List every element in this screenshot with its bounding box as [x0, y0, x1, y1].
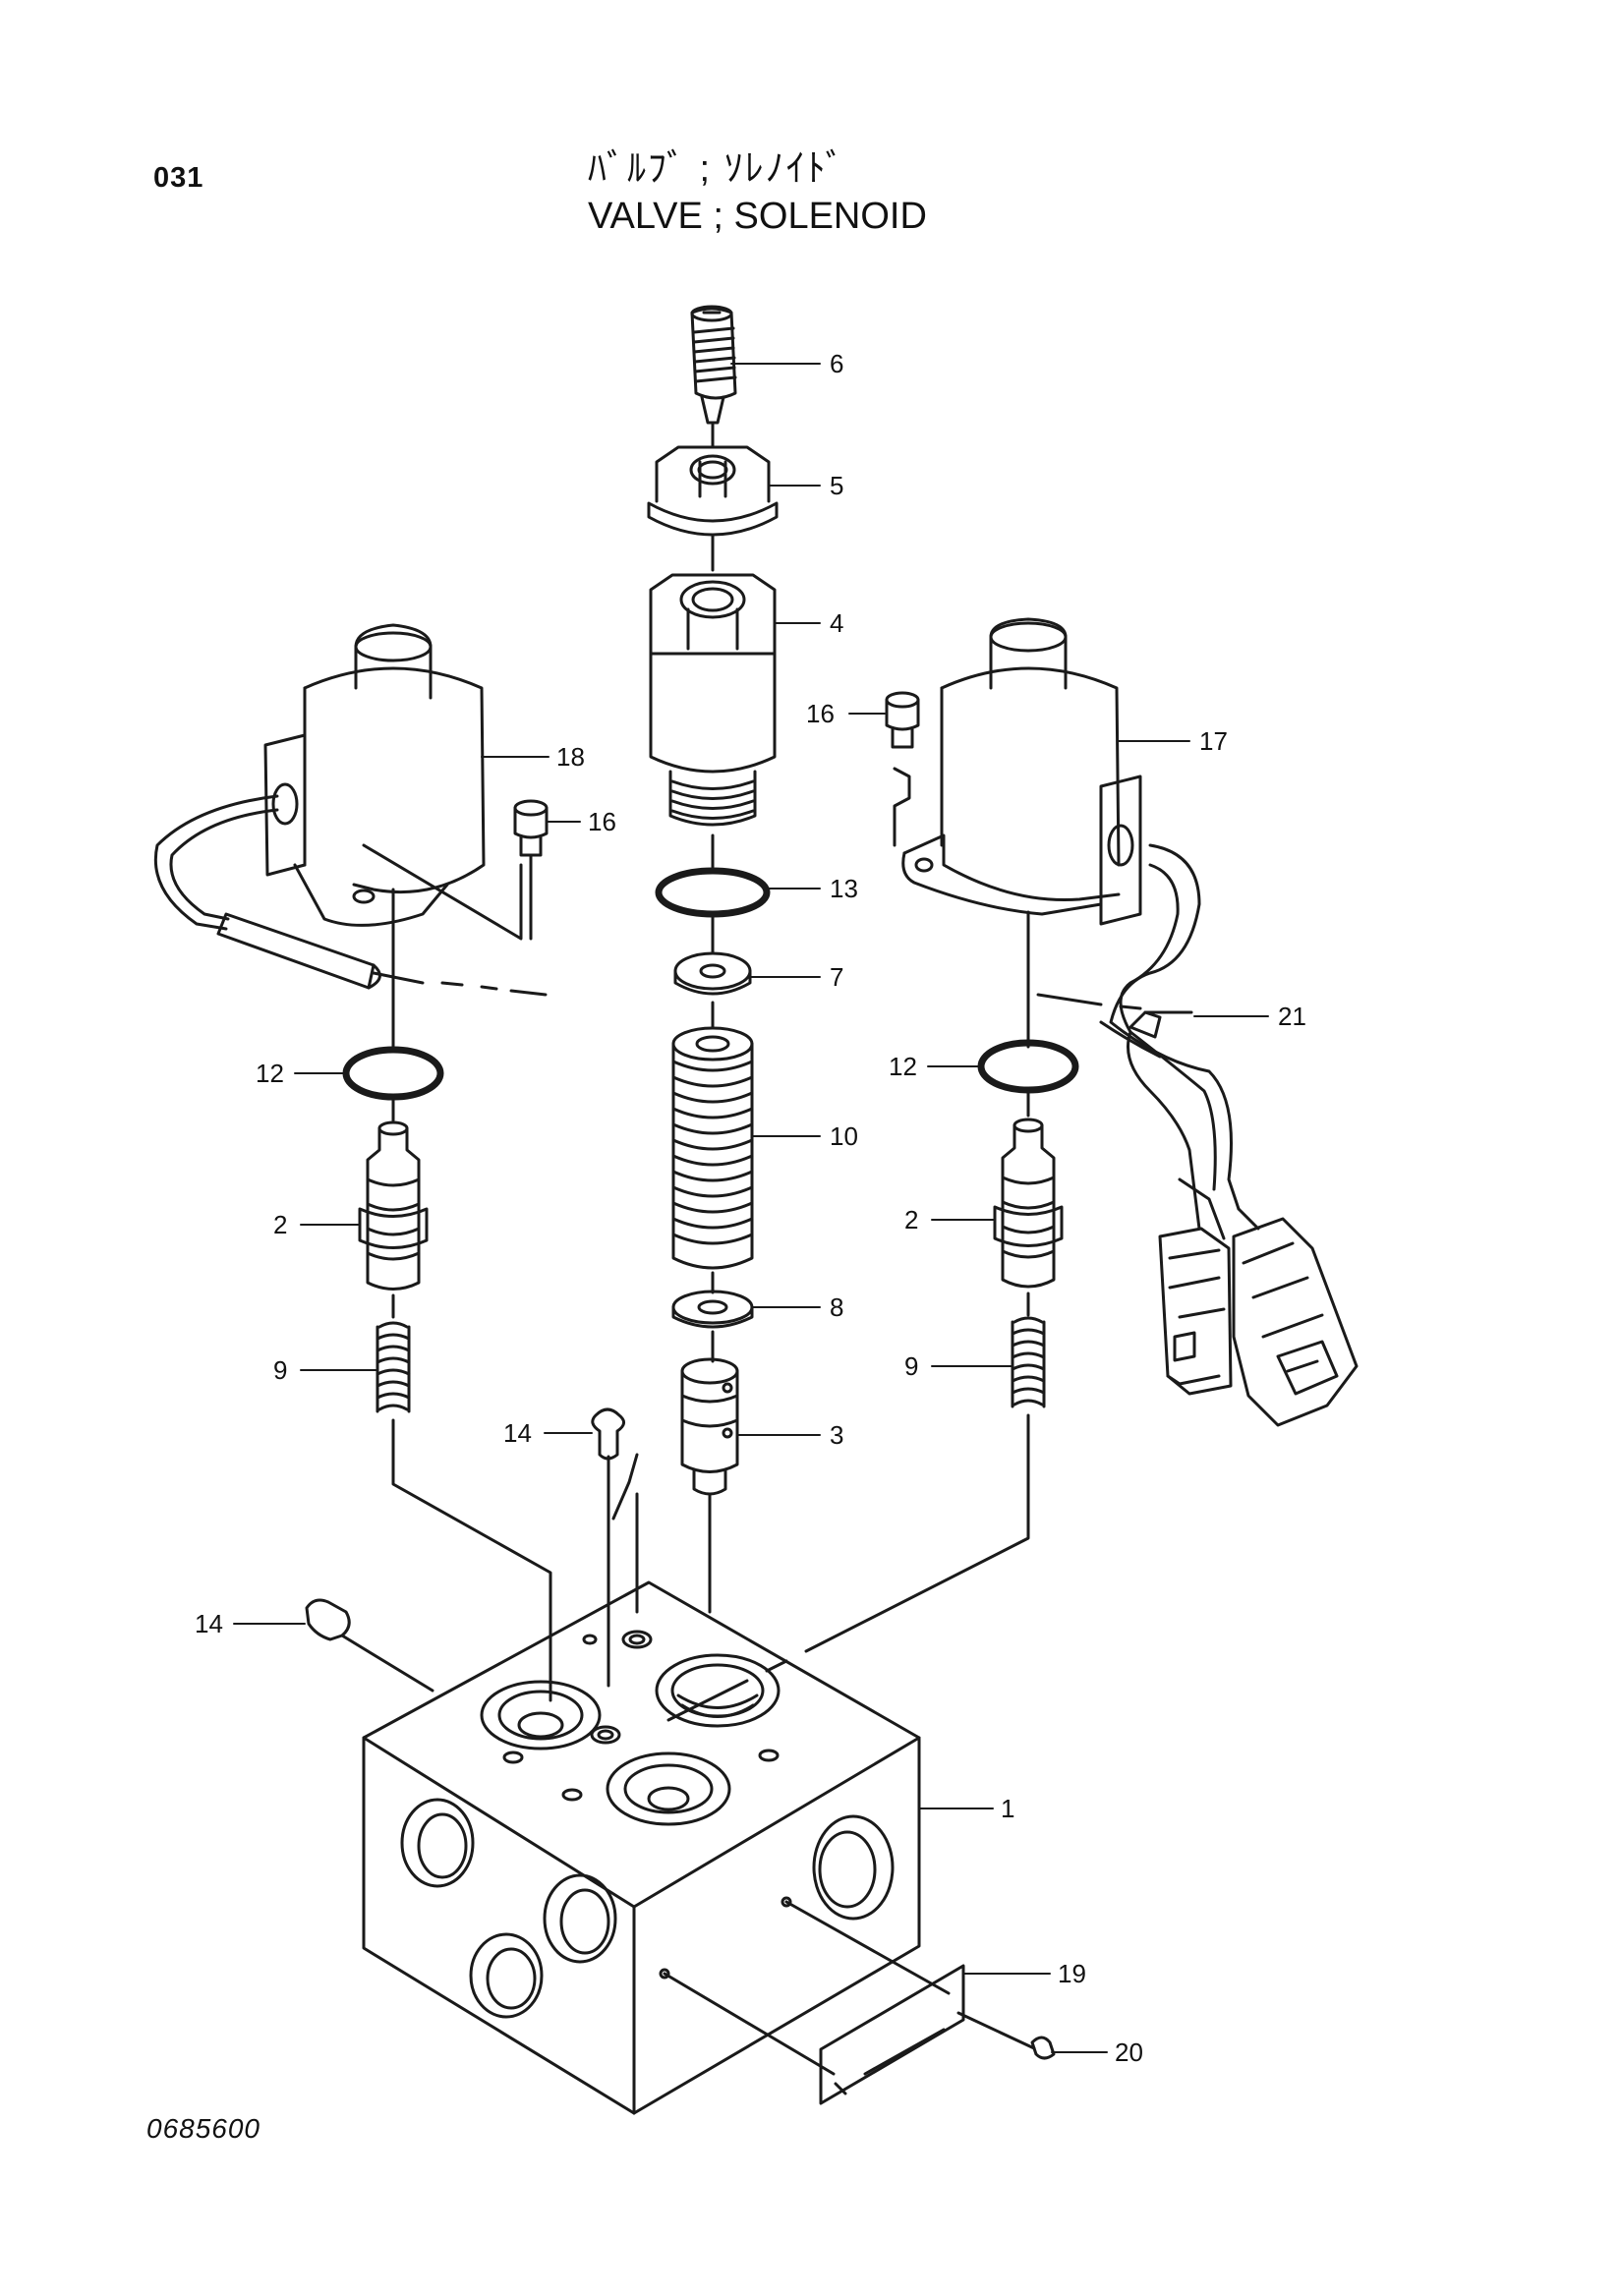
- callout-19: 19: [1058, 1959, 1086, 1988]
- title-english: VALVE ; SOLENOID: [588, 196, 927, 237]
- callout-13: 13: [830, 874, 858, 903]
- part-19-plate: [663, 1900, 965, 2105]
- part-20-screw: [956, 2011, 1056, 2060]
- callout-17: 17: [1199, 726, 1228, 756]
- callout-9-left: 9: [273, 1355, 287, 1385]
- part-9-spring-left: [376, 1321, 552, 1702]
- callout-2-right: 2: [904, 1205, 918, 1234]
- callout-12-left: 12: [256, 1059, 284, 1088]
- callout-20: 20: [1115, 2038, 1143, 2067]
- part-5-nut: [647, 445, 779, 572]
- part-6-screw: [690, 305, 737, 449]
- page-title: ﾊﾞﾙﾌﾞ ; ｿﾚﾉｲﾄﾞ VALVE ; SOLENOID: [588, 145, 927, 240]
- callout-9-right: 9: [904, 1351, 918, 1381]
- part-13-oring: [655, 867, 771, 918]
- callout-2-left: 2: [273, 1210, 287, 1239]
- title-japanese: ﾊﾞﾙﾌﾞ ; ｿﾚﾉｲﾄﾞ: [588, 148, 846, 190]
- part-12-oring-right: [977, 1039, 1079, 1094]
- callout-18: 18: [556, 742, 585, 772]
- part-10-spring: [671, 1026, 754, 1294]
- callout-labels: 6 5 4 13 7 10 8 3 18 16 17 16 21 12 12 2…: [195, 349, 1306, 2067]
- callout-6: 6: [830, 349, 843, 378]
- part-17-right-coil: [893, 617, 1142, 1049]
- part-14-plug-left: [305, 1598, 434, 1693]
- part-3-spool: [680, 1357, 739, 1614]
- callout-14-upper: 14: [503, 1418, 532, 1448]
- part-16-cap-screw-left: [513, 799, 549, 941]
- callout-21: 21: [1278, 1002, 1306, 1031]
- harness-and-connectors: [1036, 843, 1359, 1427]
- callout-7: 7: [830, 962, 843, 992]
- part-1-valve-block: [362, 1580, 921, 2115]
- callout-16-right: 16: [806, 699, 835, 728]
- part-18-left-coil: [153, 623, 548, 1049]
- part-8-washer: [671, 1290, 754, 1363]
- callout-1: 1: [1001, 1794, 1014, 1823]
- part-7-seat: [673, 951, 752, 1029]
- drawing-number: 0685600: [146, 2113, 261, 2144]
- part-2-spool-right: [993, 1118, 1064, 1317]
- callout-10: 10: [830, 1121, 858, 1151]
- callout-12-right: 12: [889, 1052, 917, 1081]
- callout-4: 4: [830, 608, 843, 638]
- leader-lines: [233, 363, 1269, 2053]
- part-2-spool-left: [358, 1120, 429, 1319]
- part-14-plug-upper: [591, 1407, 639, 1688]
- callout-3: 3: [830, 1420, 843, 1450]
- callout-5: 5: [830, 471, 843, 500]
- part-4-hex-body: [649, 573, 777, 869]
- part-9-spring-right: [666, 1316, 1046, 1722]
- callout-16-left: 16: [588, 807, 616, 836]
- page-number: 031: [153, 162, 204, 194]
- part-12-oring-left: [342, 1046, 444, 1101]
- part-16-cap-screw-right: [885, 691, 920, 749]
- callout-8: 8: [830, 1292, 843, 1322]
- callout-14-left: 14: [195, 1609, 223, 1638]
